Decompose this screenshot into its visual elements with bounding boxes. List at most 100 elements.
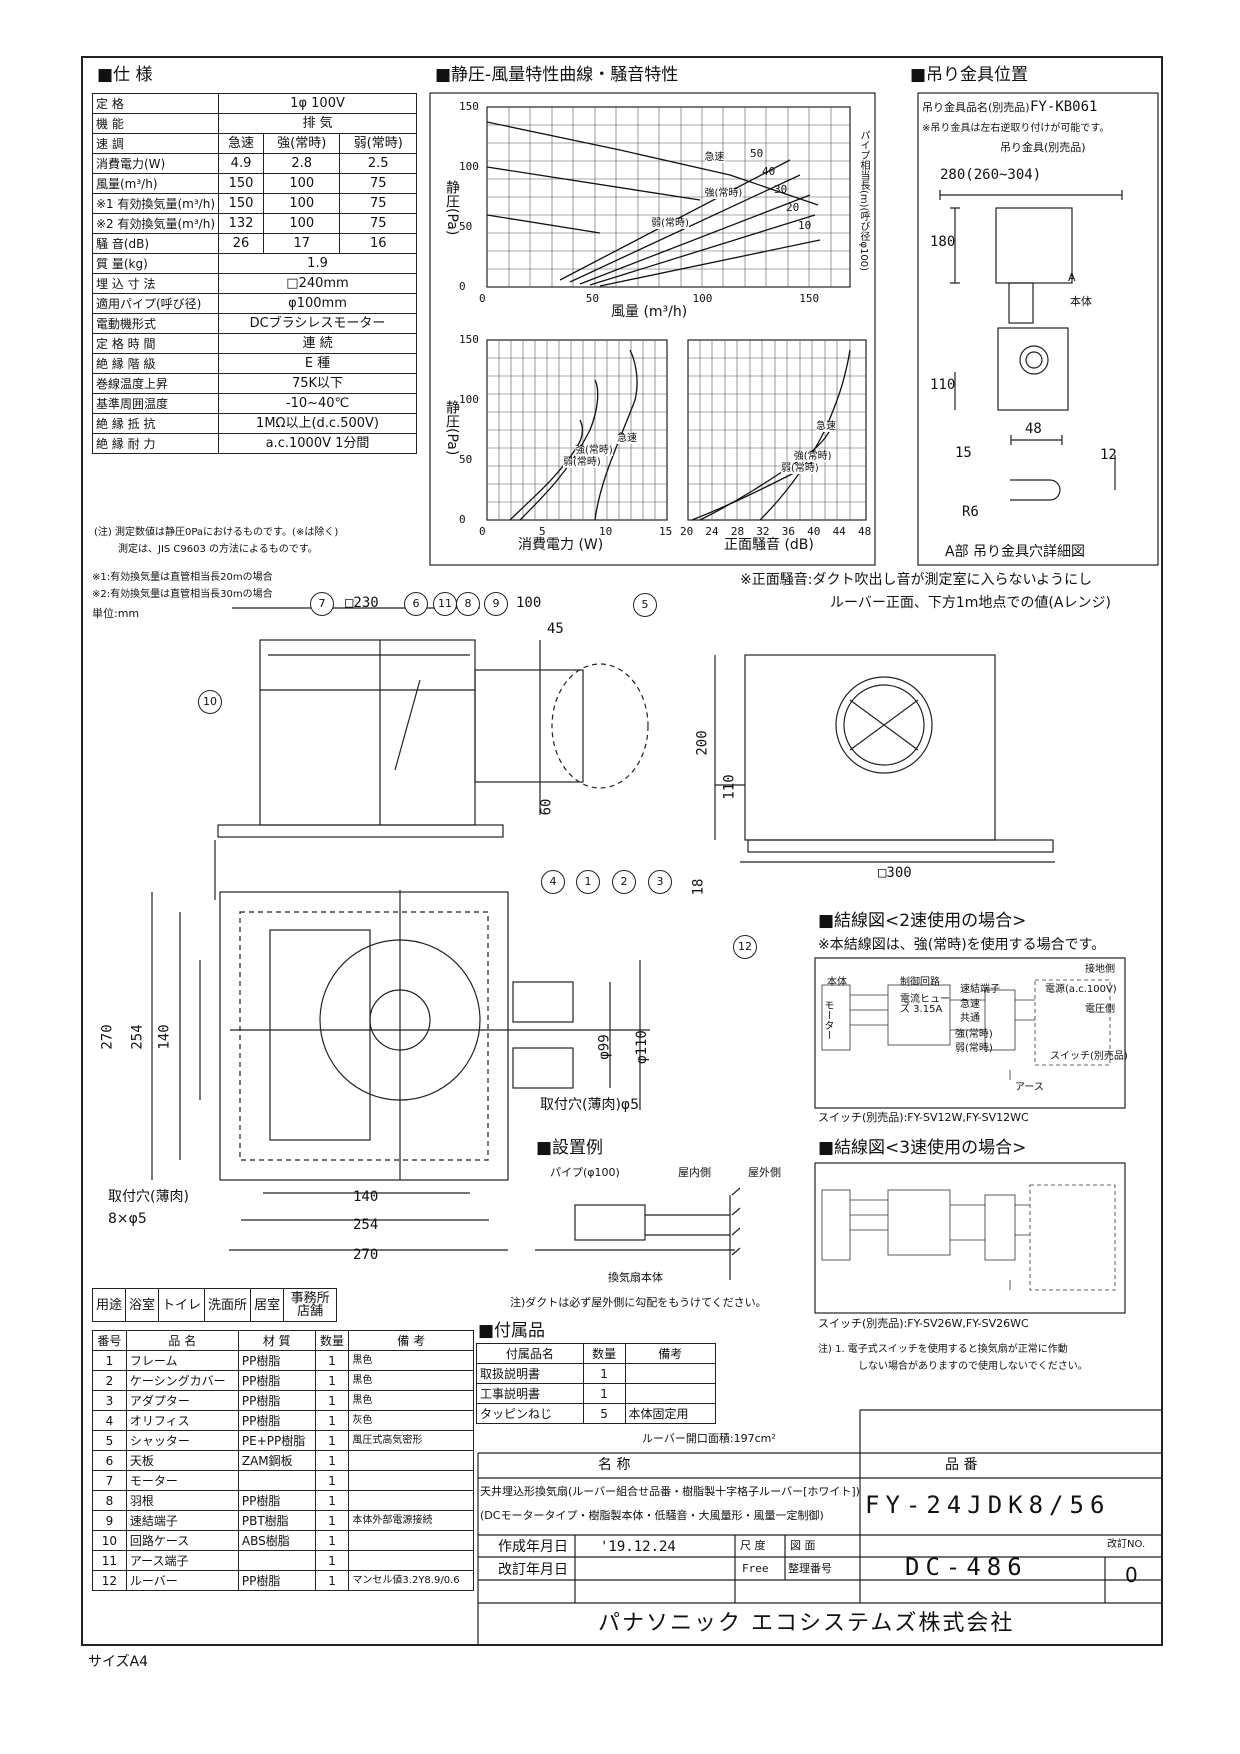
hole-bottom-label-1: 取付穴(薄肉) xyxy=(108,1189,189,1205)
chart1-xlabel: 風量 (m³/h) xyxy=(611,304,688,320)
part-balloon: 12 xyxy=(733,935,757,959)
dim-300: □300 xyxy=(878,865,912,881)
wiring2-common: 共通 xyxy=(960,1013,980,1024)
hanger-bracket: 吊り金具(別売品) xyxy=(1000,141,1086,154)
part-balloon: 6 xyxy=(404,592,428,616)
spec-value: DCブラシレスモーター xyxy=(218,313,417,334)
ref-label: 整理番号 xyxy=(788,1562,832,1575)
series-label: 弱(常時) xyxy=(781,463,819,474)
part-balloon: 11 xyxy=(433,592,457,616)
spec-row: 質 量(kg)1.9 xyxy=(91,253,417,274)
spec-label: 質 量(kg) xyxy=(91,253,220,274)
dim-140-v: 140 xyxy=(156,1024,173,1050)
acc-header-cell: 付属品名 xyxy=(476,1343,584,1364)
x-tick-label: 150 xyxy=(799,292,820,305)
spec-value: 100 xyxy=(262,213,341,234)
spec-value: 連 続 xyxy=(218,333,417,354)
part-balloon: 5 xyxy=(633,593,657,617)
part-balloon: 10 xyxy=(198,690,222,714)
wiring2-lines xyxy=(821,979,1111,1080)
parts-cell xyxy=(348,1470,474,1491)
parts-cell: 1 xyxy=(314,1410,350,1431)
parts-cell: 天板 xyxy=(125,1450,239,1471)
parts-cell: PBT樹脂 xyxy=(237,1510,316,1531)
usage-item: 事務所店舗 xyxy=(283,1288,338,1322)
hanger-dim-280: 280(260~304) xyxy=(940,167,1042,183)
parts-cell: 8 xyxy=(92,1490,127,1511)
install-indoor: 屋内側 xyxy=(678,1166,711,1179)
rev-value: 0 xyxy=(1125,1563,1138,1587)
dim-phi99: φ99 xyxy=(596,1034,613,1060)
x-tick-label: 50 xyxy=(585,292,599,305)
model-number: FY-24JDK8/56 xyxy=(865,1491,1111,1519)
wiring2-grounded: 接地側 xyxy=(1085,964,1115,975)
hole-side-label: 取付穴(薄肉)φ5 xyxy=(540,1097,640,1113)
y-tick-label: 150 xyxy=(459,100,479,113)
y-tick-label: 50 xyxy=(459,220,473,233)
series-label: 強(常時) xyxy=(575,445,613,456)
parts-cell: 回路ケース xyxy=(125,1530,239,1551)
spec-value: E 種 xyxy=(218,353,417,374)
usage-table: 用途 浴室 トイレ 洗面所 居室 事務所店舗 xyxy=(91,1288,338,1322)
parts-cell: 1 xyxy=(314,1450,350,1471)
scale-value: Free xyxy=(742,1562,769,1575)
note-2: ※2:有効換気量は直管相当長30mの場合 xyxy=(92,589,273,600)
parts-header-cell: 備 考 xyxy=(348,1330,474,1351)
parts-cell: モーター xyxy=(125,1470,239,1491)
hanger-name-label: 吊り金具品名(別売品) xyxy=(922,101,1030,114)
spec-row: 定 格 時 間連 続 xyxy=(91,333,417,354)
spec-value: 100 xyxy=(262,193,341,214)
x-tick-label: 0 xyxy=(479,292,486,305)
parts-cell: PP樹脂 xyxy=(237,1390,316,1411)
wiring2-ground: アース xyxy=(1015,1082,1044,1093)
spec-value: 4.9 xyxy=(218,153,264,174)
accessories-heading: ■付属品 xyxy=(478,1321,546,1341)
wiring3-note-2: しない場合がありますので使用しないでください。 xyxy=(858,1361,1088,1372)
y-tick-label: 100 xyxy=(459,160,479,173)
spec-note-2: 測定は、JIS C9603 の方法によるものです。 xyxy=(118,544,318,555)
chart2-ylabel: 静圧(Pa) xyxy=(444,400,460,456)
wiring3-note-1: 注) 1. 電子式スイッチを使用すると換気扇が正常に作動 xyxy=(818,1344,1068,1355)
title-block-lines xyxy=(477,1409,1162,1645)
usage-item: 洗面所 xyxy=(204,1288,252,1322)
parts-cell: アダプター xyxy=(125,1390,239,1411)
spec-value: 75 xyxy=(339,173,417,194)
part-balloon: 2 xyxy=(612,870,636,894)
scale-label: 尺 度 xyxy=(740,1539,766,1552)
parts-cell: フレーム xyxy=(125,1350,239,1371)
title-name-header: 名 称 xyxy=(598,1457,631,1473)
spec-label: 絶 縁 階 級 xyxy=(91,353,220,374)
parts-cell: 本体外部電源接続 xyxy=(348,1510,474,1531)
parts-cell: オリフィス xyxy=(125,1410,239,1431)
created-value: '19.12.24 xyxy=(600,1539,676,1555)
acc-cell: 1 xyxy=(582,1363,626,1384)
spec-value: 75 xyxy=(339,213,417,234)
chart3-grid xyxy=(687,339,867,521)
wiring2-switch: スイッチ(別売品):FY-SV12W,FY-SV12WC xyxy=(818,1111,1029,1124)
acc-header-cell: 数量 xyxy=(582,1343,626,1364)
series-label: 急速 xyxy=(617,433,637,444)
noise-note-2: ルーバー正面、下方1m地点での値(Aレンジ) xyxy=(830,595,1111,611)
spec-note-1: (注) 測定数値は静圧0Paにおけるものです。(※は除く) xyxy=(94,527,339,538)
parts-cell: 1 xyxy=(314,1370,350,1391)
wiring2-sub: ※本結線図は、強(常時)を使用する場合です。 xyxy=(818,937,1106,953)
acc-header: 付属品名数量備考 xyxy=(476,1343,717,1364)
parts-cell: PE+PP樹脂 xyxy=(237,1430,316,1451)
dim-200: 200 xyxy=(694,730,711,756)
wiring2-heading: ■結線図<2速使用の場合> xyxy=(818,911,1027,931)
pipe-length-label: 40 xyxy=(762,165,776,178)
parts-header-cell: 品 名 xyxy=(125,1330,239,1351)
chart2-xlabel: 消費電力 (W) xyxy=(518,537,604,553)
spec-label: 適用パイプ(呼び径) xyxy=(91,293,220,314)
parts-cell: 5 xyxy=(92,1430,127,1451)
wiring2-weak: 弱(常時) xyxy=(955,1043,993,1054)
parts-cell: 速結端子 xyxy=(125,1510,239,1531)
